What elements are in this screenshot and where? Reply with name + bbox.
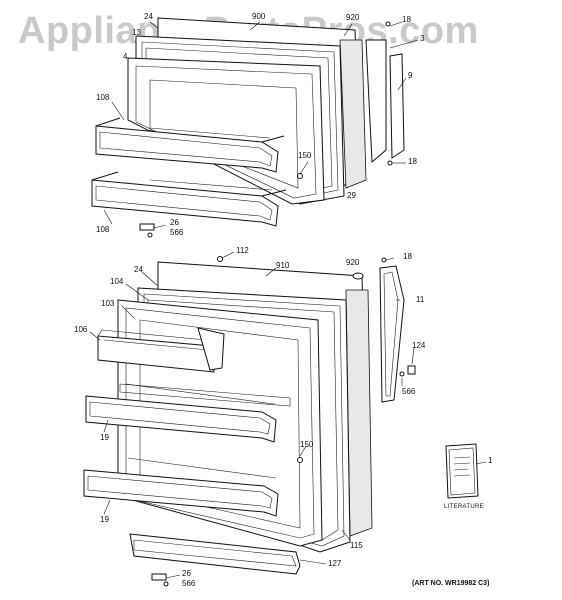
callout-566-bot: 566	[182, 579, 196, 588]
callout-3: 3	[420, 34, 425, 43]
dairy-compartment	[97, 327, 225, 373]
fresh-hinge-bracket	[379, 265, 405, 403]
callout-566-right: 566	[402, 387, 416, 396]
screw-566-bot	[163, 581, 169, 587]
callout-19-a: 19	[100, 433, 109, 442]
door-shelf-upper	[85, 383, 277, 443]
screw-112	[217, 256, 223, 262]
callout-108-b: 108	[96, 225, 110, 234]
callout-13: 13	[132, 28, 141, 37]
callout-24-bot: 24	[134, 265, 143, 274]
callout-150-top: 150	[298, 151, 312, 160]
callout-150-bot: 150	[300, 440, 314, 449]
screw-18-bot	[381, 257, 387, 263]
cap-920-bot	[352, 272, 364, 280]
callout-115: 115	[350, 541, 363, 550]
freezer-hinge-bar	[365, 39, 387, 164]
stop-124	[407, 365, 416, 375]
freezer-shelf-lower	[91, 171, 287, 227]
callout-24-top: 24	[144, 12, 153, 21]
callout-9: 9	[408, 71, 413, 80]
screw-18-mid	[387, 160, 393, 166]
literature-booklet	[445, 443, 479, 499]
freezer-inner-liner	[127, 57, 325, 205]
freezer-hinge-bracket	[389, 53, 405, 159]
callout-106: 106	[74, 325, 88, 334]
screw-566-right	[399, 371, 405, 377]
callout-124: 124	[412, 341, 426, 350]
callout-29: 29	[347, 191, 356, 200]
callout-910: 910	[276, 261, 290, 270]
freezer-door-assembly	[91, 17, 405, 238]
clip-26-bot	[151, 573, 167, 581]
screw-18-top	[385, 21, 391, 27]
callout-19-b: 19	[100, 515, 109, 524]
callout-103: 103	[101, 299, 115, 308]
freezer-shelf-upper	[95, 117, 285, 173]
callout-112: 112	[236, 246, 249, 255]
callout-900: 900	[252, 12, 266, 21]
door-bottom-trim	[129, 533, 301, 575]
callout-18-top: 18	[402, 15, 411, 24]
screw-566-top	[147, 232, 153, 238]
screw-150-bot	[297, 457, 303, 463]
freezer-door-side	[339, 39, 367, 189]
leader-lines	[89, 21, 487, 579]
door-shelf-lower	[83, 457, 279, 517]
callout-18-bot: 18	[403, 252, 412, 261]
callout-108-a: 108	[96, 93, 110, 102]
callout-104: 104	[110, 277, 124, 286]
literature-label: LITERATURE	[444, 504, 484, 510]
callout-26-bot: 26	[182, 569, 191, 578]
clip-26-top	[139, 223, 155, 231]
fresh-food-door-assembly	[83, 256, 416, 587]
screw-150-top	[297, 173, 303, 179]
callout-26-top: 26	[170, 218, 179, 227]
callout-4: 4	[123, 52, 128, 61]
fresh-door-side	[345, 289, 373, 537]
callout-920-top: 920	[346, 13, 360, 22]
callout-11: 11	[416, 295, 425, 304]
callout-920-bot: 920	[346, 258, 360, 267]
callout-18-mid: 18	[408, 157, 417, 166]
callout-1: 1	[488, 456, 493, 465]
art-number: (ART NO. WR19982 C3)	[412, 580, 490, 587]
callout-566-top: 566	[170, 228, 184, 237]
callout-127: 127	[328, 559, 342, 568]
